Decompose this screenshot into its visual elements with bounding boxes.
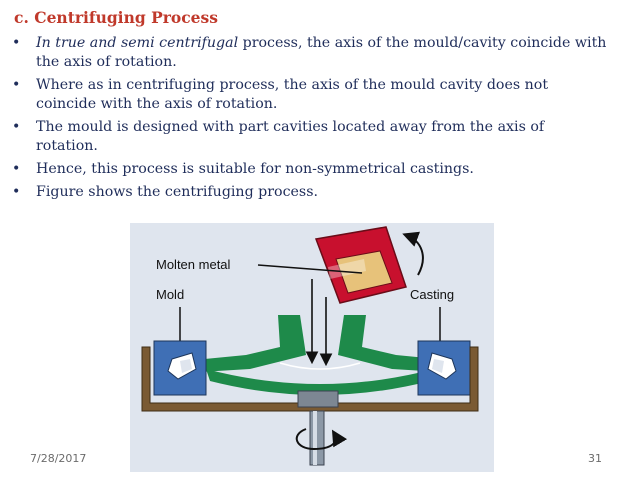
bullet-text: process, the axis of the mould/cavity co… bbox=[36, 35, 607, 70]
centrifuging-diagram: Molten metal Mold Casting bbox=[141, 226, 479, 466]
bullet-marker: • bbox=[12, 35, 21, 51]
bullet-list: • In true and semi centrifugal process, … bbox=[10, 34, 610, 206]
label-casting: Casting bbox=[410, 287, 454, 302]
mold-right bbox=[417, 340, 471, 396]
mold-left bbox=[153, 340, 207, 396]
bullet-text: Figure shows the centrifuging process. bbox=[36, 184, 318, 200]
bullet-italic-text: In true and semi centrifugal bbox=[36, 35, 239, 51]
ladle bbox=[314, 226, 407, 304]
bullet-item: • Hence, this process is suitable for no… bbox=[10, 160, 610, 179]
bullet-text: Where as in centrifuging process, the ax… bbox=[36, 77, 549, 112]
bullet-item: • The mould is designed with part caviti… bbox=[10, 118, 610, 156]
bullet-marker: • bbox=[12, 77, 21, 93]
bullet-item: • Where as in centrifuging process, the … bbox=[10, 76, 610, 114]
bullet-item: • In true and semi centrifugal process, … bbox=[10, 34, 610, 72]
label-mold: Mold bbox=[156, 287, 184, 302]
sprue-runner bbox=[184, 315, 458, 395]
label-molten-metal: Molten metal bbox=[156, 257, 231, 272]
footer-page-number: 31 bbox=[588, 452, 602, 465]
shaft-rotation-icon bbox=[295, 428, 348, 451]
bullet-text: Hence, this process is suitable for non-… bbox=[36, 161, 474, 177]
centrifuging-figure: Molten metal Mold Casting bbox=[130, 223, 494, 472]
bullet-marker: • bbox=[12, 184, 21, 200]
footer-date: 7/28/2017 bbox=[30, 452, 87, 465]
bullet-marker: • bbox=[12, 119, 21, 135]
slide-heading: c. Centrifuging Process bbox=[14, 8, 218, 27]
bullet-text: The mould is designed with part cavities… bbox=[36, 119, 545, 154]
rotation-arrow-icon bbox=[402, 231, 424, 276]
rotating-table bbox=[141, 346, 479, 412]
bullet-item: • Figure shows the centrifuging process. bbox=[10, 183, 610, 202]
bullet-marker: • bbox=[12, 161, 21, 177]
